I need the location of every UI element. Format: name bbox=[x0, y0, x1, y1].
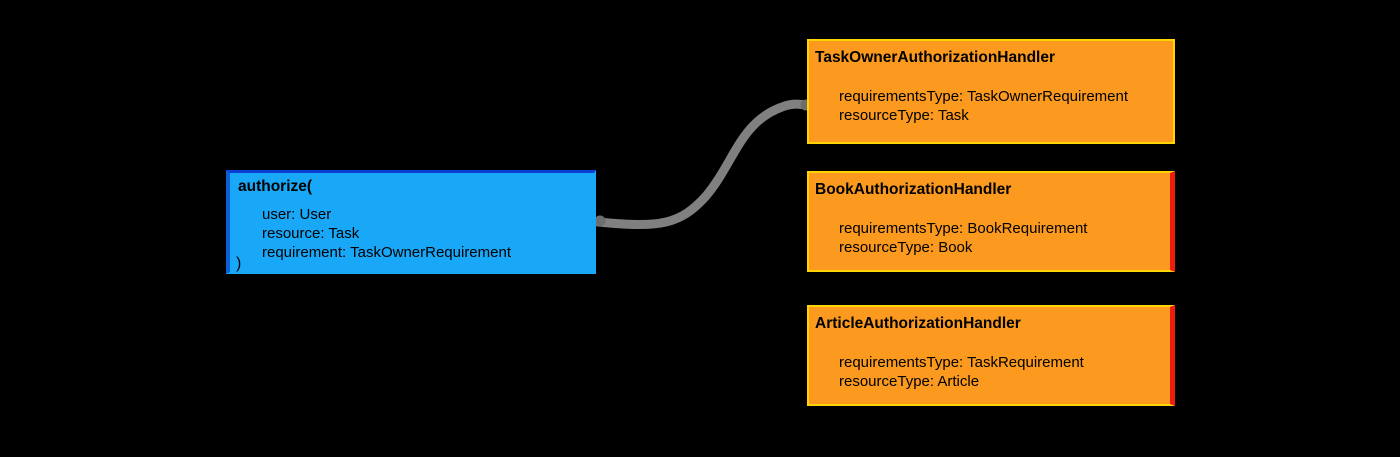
handler-title-task-owner: TaskOwnerAuthorizationHandler bbox=[815, 49, 1055, 66]
connector-endpoint-source bbox=[594, 215, 606, 227]
authorize-call-params: user: User resource: Task requirement: T… bbox=[262, 206, 512, 261]
handler-node-article[interactable]: ArticleAuthorizationHandler requirements… bbox=[807, 305, 1175, 406]
handler-body-article: requirementsType: TaskRequirement resour… bbox=[839, 354, 1084, 390]
handler-title-article: ArticleAuthorizationHandler bbox=[815, 315, 1021, 332]
handler-node-task-owner[interactable]: TaskOwnerAuthorizationHandler requiremen… bbox=[807, 39, 1175, 144]
handler-node-book[interactable]: BookAuthorizationHandler requirementsTyp… bbox=[807, 171, 1175, 272]
authorize-call-close-paren: ) bbox=[236, 255, 242, 272]
handler-title-book: BookAuthorizationHandler bbox=[815, 181, 1012, 198]
authorize-call-title: authorize( bbox=[238, 178, 313, 195]
handler-body-task-owner: requirementsType: TaskOwnerRequirement r… bbox=[839, 88, 1129, 124]
handler-body-book: requirementsType: BookRequirement resour… bbox=[839, 220, 1088, 256]
connector-curve-call-to-taskowner bbox=[593, 99, 811, 230]
authorize-call-node[interactable]: authorize( user: User resource: Task req… bbox=[226, 170, 596, 274]
